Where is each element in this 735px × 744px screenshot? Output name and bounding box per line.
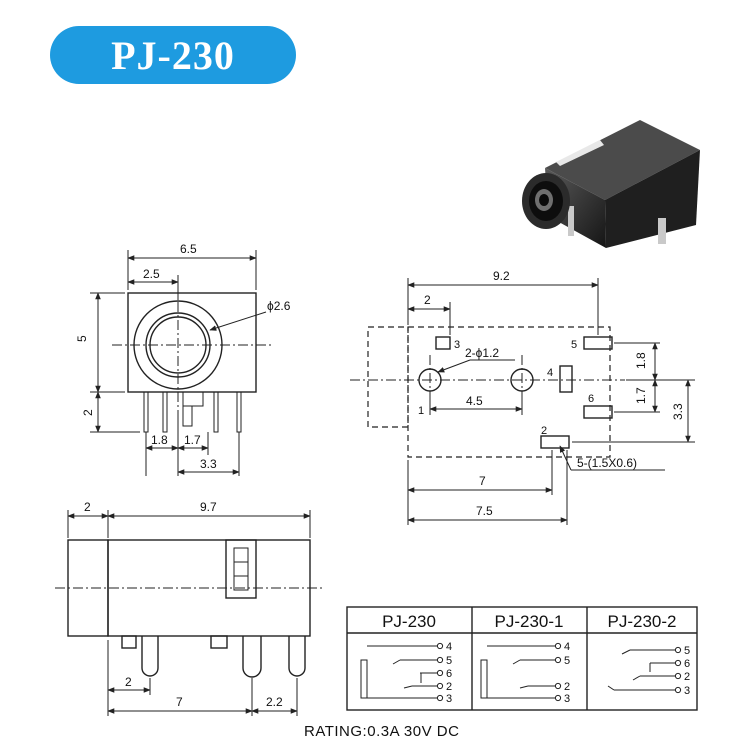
col3-pin-6: 6 <box>684 658 690 670</box>
dim-v-1-8: 1.8 <box>634 352 648 369</box>
col1-pin-5: 5 <box>446 655 452 667</box>
dim-side-bottom-right: 2.2 <box>266 695 283 709</box>
dim-side-left: 2 <box>84 500 91 514</box>
col1-pin-3: 3 <box>446 693 452 705</box>
dim-pitch-b: 1.7 <box>184 433 201 447</box>
dim-pad-size: 5-(1.5X0.6) <box>577 456 637 470</box>
col1-pin-4: 4 <box>446 641 452 653</box>
dim-hole-pitch: 4.5 <box>466 394 483 408</box>
dim-front-width: 6.5 <box>180 242 197 256</box>
dim-pcb-offset: 2 <box>424 293 431 307</box>
dim-hole-label: 2-ϕ1.2 <box>465 346 499 360</box>
table-header-pj-230: PJ-230 <box>382 612 436 631</box>
dim-side-length: 9.7 <box>200 500 217 514</box>
dim-pin-length: 2 <box>81 409 95 416</box>
col3-pin-5: 5 <box>684 645 690 657</box>
wiring-table: PJ-230 PJ-230-1 PJ-230-2 4 5 <box>346 606 698 711</box>
dim-side-bottom-mid: 7 <box>176 695 183 709</box>
table-header-pj-230-1: PJ-230-1 <box>495 612 564 631</box>
pin-3-label: 3 <box>454 339 460 351</box>
dim-pitch-a: 1.8 <box>151 433 168 447</box>
dim-side-bottom-left: 2 <box>125 675 132 689</box>
dim-pitch-c: 3.3 <box>200 457 217 471</box>
dim-front-height: 5 <box>75 335 89 342</box>
pin-2-label: 2 <box>541 425 547 437</box>
table-header-pj-230-2: PJ-230-2 <box>608 612 677 631</box>
col2-pin-5: 5 <box>564 655 570 667</box>
dim-front-offset: 2.5 <box>143 267 160 281</box>
page-title: PJ-230 <box>111 32 235 78</box>
rating-text: RATING:0.3A 30V DC <box>304 723 459 740</box>
front-view: 6.5 2.5 ϕ2.6 5 2 1.8 1.7 3.3 <box>75 242 291 476</box>
product-photo <box>522 120 700 248</box>
col1-pin-2: 2 <box>446 681 452 693</box>
col1-pin-6: 6 <box>446 668 452 680</box>
col3-pin-2: 2 <box>684 671 690 683</box>
dim-hole-diameter: ϕ2.6 <box>267 299 291 313</box>
dim-pcb-7-5: 7.5 <box>476 504 493 518</box>
schematic-pj-230: 4 5 6 2 3 <box>360 641 452 705</box>
pin-4-label: 4 <box>547 367 553 379</box>
title-badge: PJ-230 <box>50 26 296 84</box>
pin-5-label: 5 <box>571 339 577 351</box>
col2-pin-4: 4 <box>564 641 570 653</box>
schematic-pj-230-1: 4 5 2 3 <box>480 641 570 705</box>
col2-pin-3: 3 <box>564 693 570 705</box>
schematic-pj-230-2: 5 6 2 3 <box>607 645 690 697</box>
side-view: 2 9.7 2 7 2.2 <box>55 500 325 716</box>
dim-pcb-7: 7 <box>479 474 486 488</box>
dim-v-3-3: 3.3 <box>671 403 685 420</box>
col2-pin-2: 2 <box>564 681 570 693</box>
pin-6-label: 6 <box>588 393 594 405</box>
pcb-footprint: 1 2 3 4 5 6 9.2 2 2-ϕ1.2 4.5 <box>350 269 695 525</box>
pin-1-label: 1 <box>418 405 424 417</box>
dim-v-1-7: 1.7 <box>634 387 648 404</box>
dim-pcb-length: 9.2 <box>493 269 510 283</box>
col3-pin-3: 3 <box>684 685 690 697</box>
